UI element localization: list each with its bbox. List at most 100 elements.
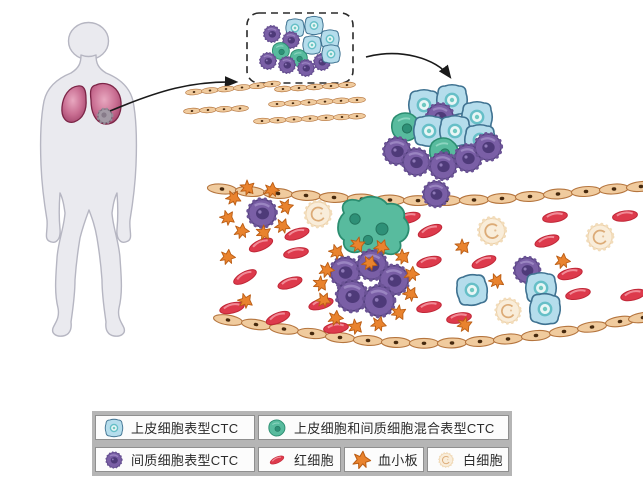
rbc [246,234,276,256]
rbc [414,298,444,316]
legend-label: 上皮细胞表型CTC [131,421,239,436]
legend-label: 红细胞 [294,453,334,468]
rbc [610,208,640,224]
mesenchymal-ctc [246,197,278,229]
rbc [321,320,351,336]
endothelial-cell [514,190,546,203]
endothelial-cell [332,97,350,105]
mesenchymal-ctc [277,55,297,75]
mesenchymal-ctc [427,150,459,182]
legend-row-2: 间质细胞表型CTC 红细胞 血小板 白细胞 [95,447,509,472]
endothelial-cell [352,334,384,347]
endothelial-cell [215,105,233,113]
rbc [563,285,593,303]
mesenchymal-ctc [472,131,504,163]
endothelial-cell [212,312,244,328]
rbc [230,265,260,289]
wbc [476,215,508,247]
endothelial-cell [300,98,318,106]
hybrid-ctc-nucleus [349,213,361,225]
endothelial-cell [625,179,643,194]
endothelial-cell [274,85,292,93]
legend-item-hybrid-ctc: 上皮细胞和间质细胞混合表型CTC [258,415,509,440]
endothelial-cell [285,115,303,123]
intravasating-mesenchymal-ctc [421,179,451,209]
platelet-icon [352,450,372,469]
boxed-ctc-cluster [258,15,341,78]
endothelial-cell [231,104,249,113]
rbc [414,253,444,271]
mesenchymal-ctc [334,278,370,314]
endothelial-cell [200,86,220,95]
endothelial-cell [542,187,574,201]
platelet [233,222,250,239]
endothelial-cell [253,117,271,125]
epithelial-ctc [321,44,341,64]
mesenchymal-ctc [400,146,432,178]
platelet [309,272,333,295]
wbc [494,297,522,325]
platelet [275,196,297,218]
mesenchymal-ctc [262,24,282,44]
endothelial-cell [290,84,308,92]
endothelial-cell [338,81,356,89]
endothelial-cell [576,319,608,335]
wbc [585,222,615,252]
dashed-zoom-box [246,12,354,84]
arrow-box-to-cluster [365,52,452,79]
wbc [303,199,333,229]
head [67,21,110,61]
endothelial-cell [570,185,602,198]
endothelial-cell [520,328,552,343]
rbc [415,220,445,242]
endothelial-cell [348,96,366,104]
legend-label: 间质细胞表型CTC [131,453,239,468]
left-lung [61,85,87,123]
epithelial-ctc-icon [104,418,124,437]
legend-label: 血小板 [378,453,418,468]
endothelial-cell [301,115,319,123]
platelet [451,235,475,258]
legend-item-mesenchymal-ctc: 间质细胞表型CTC [95,447,255,472]
endothelial-cell [296,326,328,341]
epithelial-ctc [453,271,491,309]
endothelial-cell [268,100,286,108]
endothelial-cell [436,337,468,349]
endothelial-cell [317,114,335,122]
endothelial-chains [183,80,366,125]
endothelial-cell [269,116,287,124]
endothelial-cell [548,324,580,339]
hybrid-ctc-icon [268,418,286,437]
legend-item-rbc: 红细胞 [258,447,341,472]
epithelial-ctc [302,35,322,55]
mesenchymal-ctc [258,51,278,71]
wbc-icon [438,451,454,468]
endothelial-cell [464,335,496,348]
endothelial-cell [290,189,322,202]
endothelial-cell [333,113,351,121]
legend: 上皮细胞表型CTC 上皮细胞和间质细胞混合表型CTC 间质细胞表型CTC 红细胞… [92,411,512,476]
endothelial-cell [184,88,204,96]
mesenchymal-ctc [296,58,316,78]
endothelial-cell [316,98,334,106]
mesenchymal-ctc [361,283,397,319]
endothelial-cell [380,336,412,349]
platelet [219,248,236,265]
mesenchymal-ctc-icon [105,450,123,469]
legend-item-platelet: 血小板 [344,447,424,472]
rbc [540,208,570,226]
endothelial-cell [232,83,252,92]
rbc [532,231,562,251]
arrow-tumor-to-cluster [109,76,239,112]
rbc-icon [268,453,286,466]
endothelial-cell [458,194,490,206]
legend-row-1: 上皮细胞表型CTC 上皮细胞和间质细胞混合表型CTC [95,415,509,440]
endothelial-cell [284,99,302,107]
endothelial-cell [318,191,350,204]
body-silhouette [39,54,138,337]
endothelial-cell [199,106,217,114]
endothelial-cell [598,182,630,196]
endothelial-cell [306,83,324,91]
